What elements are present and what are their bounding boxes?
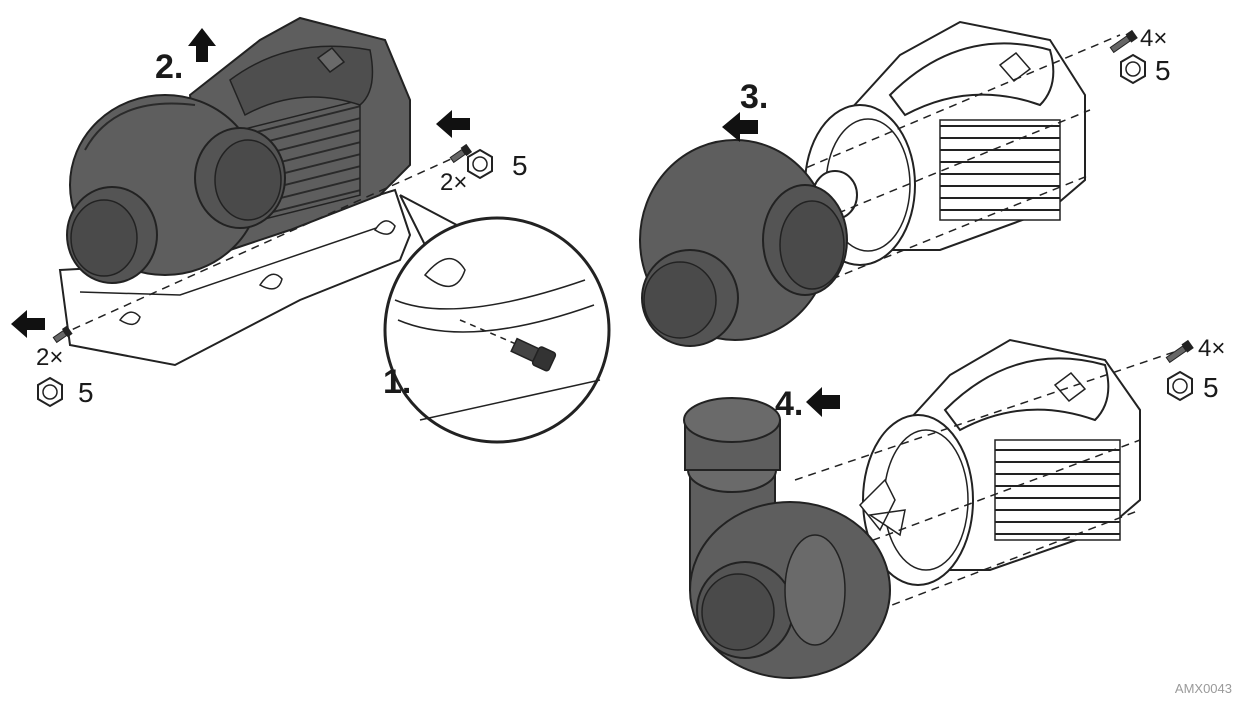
alignment-line-left: [59, 154, 461, 336]
step3-pump-assembly: 3. 4× 5: [639, 20, 1171, 347]
left-arrow-icon: [436, 110, 470, 138]
step-2-label: 2.: [155, 48, 183, 86]
step4-elbow-cap-top: [683, 397, 781, 443]
step4-pump-assembly: 4. 4× 5: [683, 335, 1225, 679]
step4-impeller: [858, 478, 906, 537]
top-left-size: 5: [512, 150, 528, 181]
detail-base-edge: [394, 279, 595, 333]
detail-alignment-line: [459, 319, 531, 351]
step-4-label: 4.: [775, 385, 803, 423]
step4-pump-inlet-face: [701, 573, 775, 651]
pump-volute-edge: [84, 102, 196, 151]
step4-alignment-line-1: [794, 349, 1181, 481]
motor-switch: [316, 46, 346, 74]
step4-hex-nut-hole: [1172, 378, 1188, 394]
top-left-quantity: 2×: [440, 169, 467, 196]
bottom-left-quantity: 2×: [36, 344, 63, 371]
step3-quantity: 4×: [1140, 25, 1167, 52]
cap-screw-icon-2: [52, 325, 73, 344]
hex-nut-hole-2: [42, 384, 58, 400]
step3-pump-outlet-face: [779, 200, 845, 290]
step3-motor-switch: [998, 51, 1032, 83]
step4-left-arrow-icon: [806, 387, 840, 417]
bottom-left-size: 5: [78, 377, 94, 408]
hex-nut-hole: [472, 156, 488, 172]
detail-slot: [423, 258, 466, 287]
step4-size: 5: [1203, 372, 1219, 403]
step3-pump-inlet-face: [643, 261, 717, 339]
step4-cap-screw-icon: [1165, 339, 1194, 364]
mounting-base-inner-edge: [79, 224, 386, 296]
step3-left-arrow-icon: [722, 112, 758, 142]
step3-size: 5: [1155, 55, 1171, 86]
step3-cap-screw-icon: [1109, 29, 1138, 54]
up-arrow-icon: [188, 28, 216, 62]
pump-inlet-face: [70, 199, 138, 277]
step-3-label: 3.: [740, 78, 768, 116]
mounting-base-slot-2: [373, 220, 396, 235]
detail-cap-screw-icon: [510, 337, 557, 372]
step3-cooling-fins: [939, 119, 1061, 221]
left-pump-assembly: 2. 2× 5 2× 5 1.: [11, 16, 611, 444]
mounting-base-slot-1: [258, 273, 283, 290]
step3-hex-nut-hole: [1125, 61, 1141, 77]
figure-code: AMX0043: [1175, 681, 1232, 696]
step4-alignment-line-3: [839, 509, 1141, 626]
left-arrow-icon-2: [11, 310, 45, 338]
mounting-base-slot-3: [118, 311, 141, 326]
pump-outlet-face: [214, 139, 282, 221]
step4-quantity: 4×: [1198, 335, 1225, 362]
step4-pump-back-plate: [784, 534, 846, 646]
step4-motor-switch: [1053, 371, 1087, 403]
step-1-label: 1.: [383, 363, 411, 401]
detail-lower-edge: [419, 379, 601, 421]
step4-motor-flange: [862, 414, 974, 586]
cap-screw-icon: [449, 143, 473, 164]
step4-cooling-fins: [994, 439, 1121, 541]
